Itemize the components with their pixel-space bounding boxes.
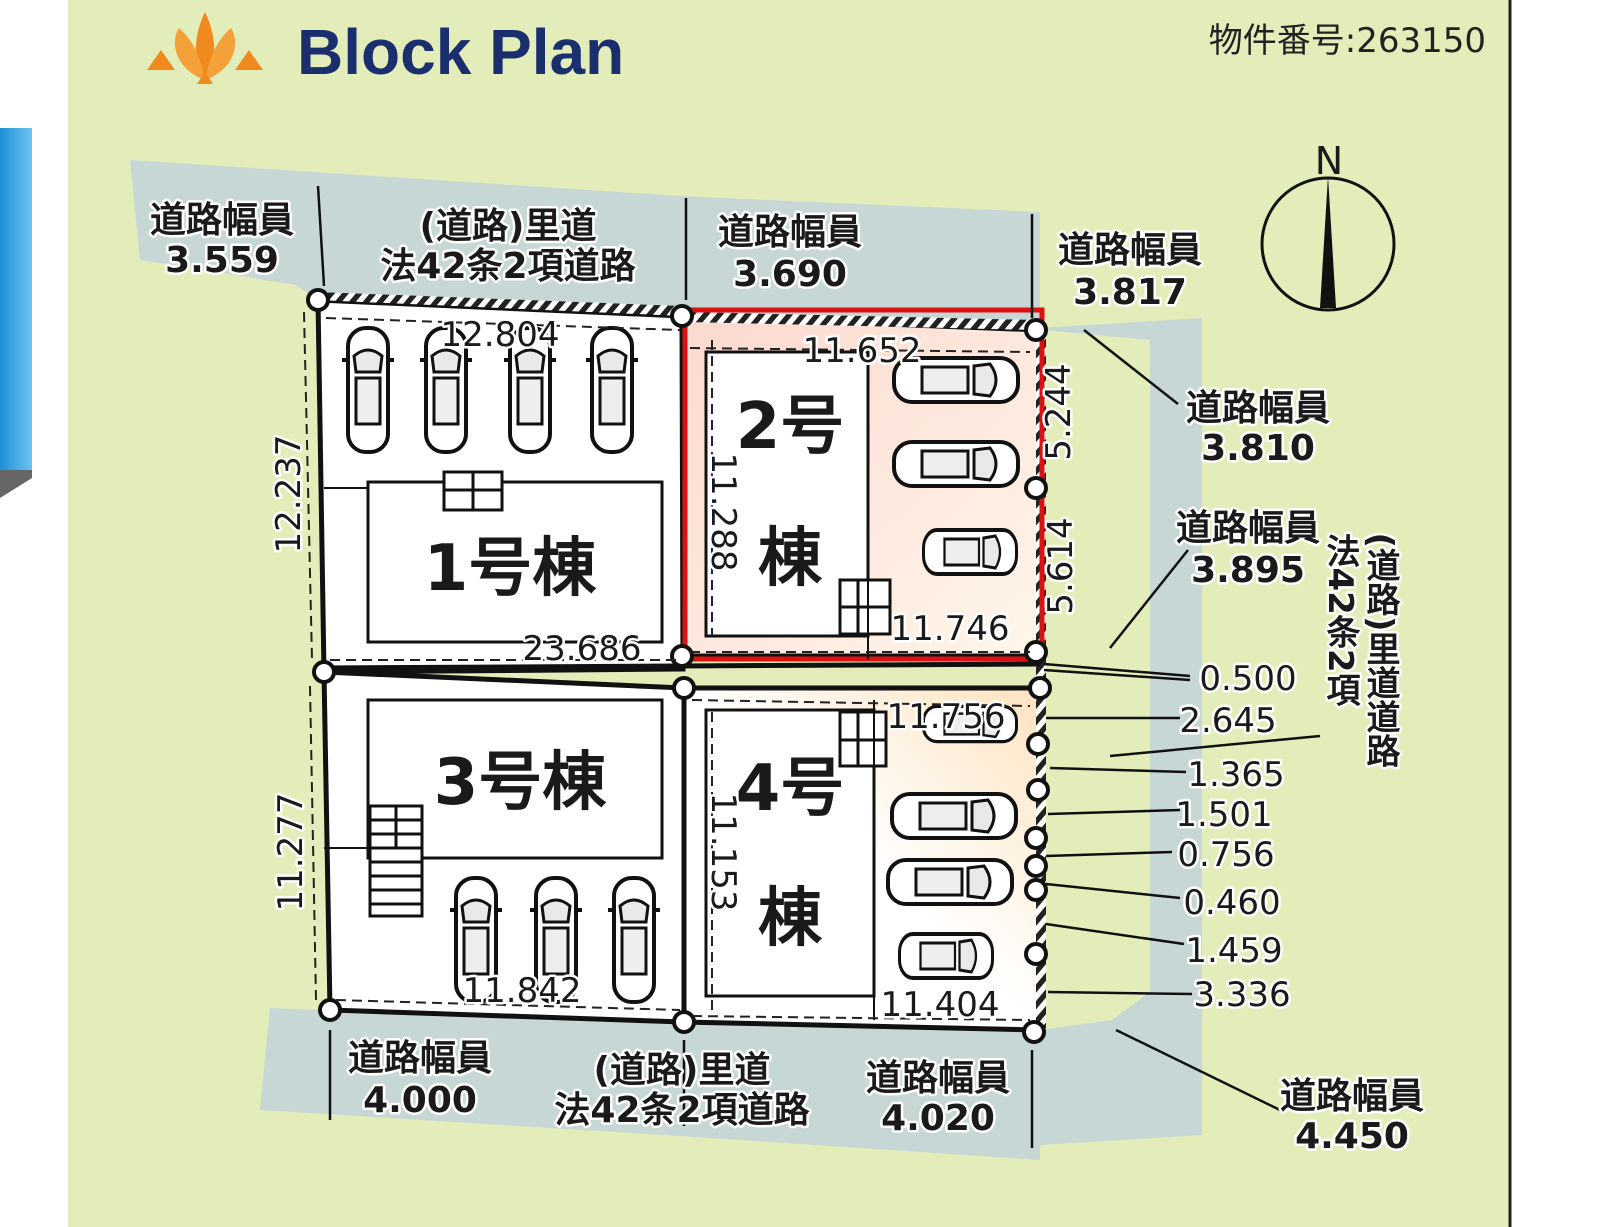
dim-5614: 5.614	[1041, 517, 1081, 614]
dim-11153: 11.153	[703, 793, 743, 912]
road-east1-label: 道路幅員	[1186, 388, 1330, 429]
road-side-vertical-col2: (道路)里道道路	[1360, 532, 1400, 767]
road-ne-label: 道路幅員	[1058, 230, 1202, 271]
house-4-label: 4号	[736, 752, 845, 826]
setback-strip-top-left	[318, 292, 682, 316]
road-bottom-center-line1: (道路)里道	[594, 1050, 771, 1091]
dimension-lines	[303, 311, 1031, 1021]
road-se-value: 4.450	[1295, 1116, 1409, 1157]
dim-11288: 11.288	[703, 453, 743, 572]
east-offset: 2.645	[1179, 701, 1276, 741]
dim-5244: 5.244	[1039, 363, 1079, 460]
property-number: 物件番号:263150	[1209, 21, 1486, 61]
dim-11652: 11.652	[803, 331, 922, 371]
road-east1-value: 3.810	[1201, 428, 1315, 469]
house-2-label-2: 棟	[758, 522, 823, 596]
entrance-grid-4	[838, 710, 888, 768]
road-side-vertical-col1: 法42条2項	[1320, 533, 1360, 706]
road-ne-value: 3.817	[1073, 272, 1187, 313]
road-east2-label: 道路幅員	[1176, 508, 1320, 549]
dim-11277: 11.277	[271, 793, 311, 912]
dim-23686: 23.686	[523, 629, 642, 669]
road-top-right-value: 3.690	[733, 254, 847, 295]
entrance-grid-1	[442, 470, 504, 512]
house-2-label: 2号	[736, 390, 845, 464]
road-bottom-right-label: 道路幅員	[866, 1058, 1010, 1099]
logo-lotus-icon	[147, 12, 263, 84]
road-top-center-line2: 法42条2項道路	[380, 246, 636, 287]
road-bottom-left-label: 道路幅員	[348, 1038, 492, 1079]
north-compass-icon: N	[1260, 139, 1396, 312]
building-1	[366, 480, 664, 644]
road-top-center-line1: (道路)里道	[420, 206, 597, 247]
east-offset: 1.459	[1185, 931, 1282, 971]
road-top-left-label: 道路幅員	[150, 200, 294, 241]
east-offset: 1.501	[1175, 795, 1272, 835]
road-bottom-right-value: 4.020	[881, 1098, 995, 1139]
east-offset: 0.460	[1183, 883, 1280, 923]
page-title: Block Plan	[297, 16, 624, 88]
leader-lines	[316, 185, 1321, 1148]
stairs-3	[368, 804, 424, 918]
road-bottom-left-value: 4.000	[363, 1080, 477, 1121]
road-east2-value: 3.895	[1191, 550, 1305, 591]
east-offset: 0.500	[1199, 659, 1296, 699]
dim-11756: 11.756	[887, 697, 1006, 737]
boundary-markers	[306, 288, 1052, 1044]
road-bottom-center-line2: 法42条2項道路	[554, 1090, 810, 1131]
dim-11746: 11.746	[891, 609, 1010, 649]
road-top-left-value: 3.559	[165, 240, 279, 281]
dim-11404: 11.404	[881, 985, 1000, 1025]
house-4-label-2: 棟	[758, 882, 823, 956]
house-1-label: 1号棟	[424, 532, 598, 606]
house-3-label: 3号棟	[434, 746, 608, 820]
east-offset: 1.365	[1187, 755, 1284, 795]
compass-north-label: N	[1315, 139, 1343, 183]
road-top-right-label: 道路幅員	[718, 212, 862, 253]
entrance-grid-2	[838, 578, 892, 636]
dim-11842: 11.842	[463, 971, 582, 1011]
side-tab[interactable]	[0, 128, 32, 498]
setback-strip-top-right	[686, 312, 1036, 330]
east-offset: 0.756	[1177, 835, 1274, 875]
dim-12804: 12.804	[441, 315, 560, 355]
road-se-label: 道路幅員	[1280, 1076, 1424, 1117]
east-offset: 3.336	[1193, 975, 1290, 1015]
roads	[130, 160, 1202, 1160]
dim-12237: 12.237	[269, 435, 309, 554]
